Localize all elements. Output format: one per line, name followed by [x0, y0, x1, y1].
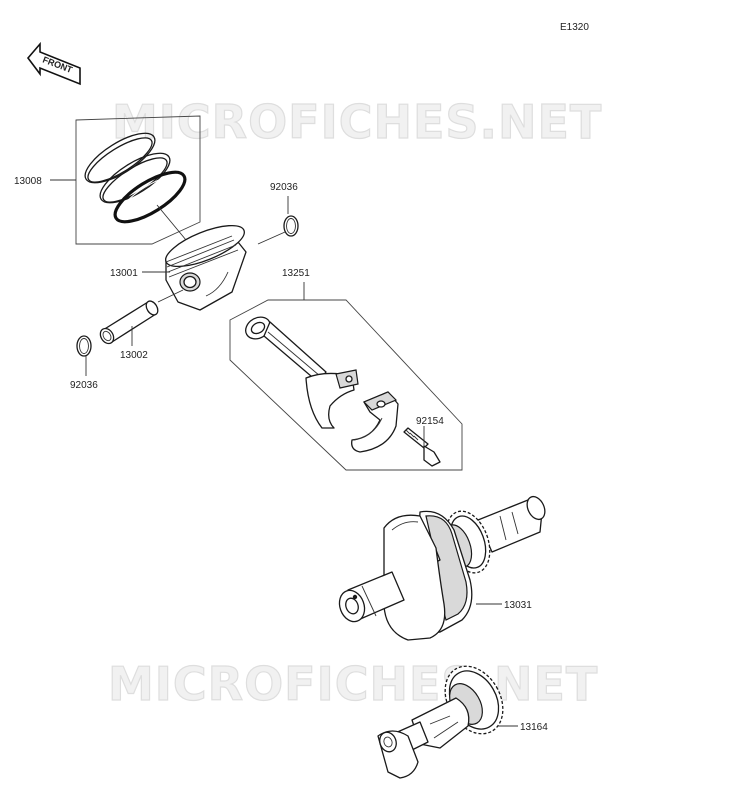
watermark-top: MICROFICHES.NET	[112, 95, 602, 149]
piston-pin	[99, 300, 159, 345]
callout-92154: 92154	[416, 416, 444, 427]
circlip-left	[76, 335, 92, 357]
callout-13008: 13008	[14, 176, 42, 187]
rod-bolt	[403, 427, 441, 467]
crankshaft	[338, 495, 546, 641]
callout-92036-left: 92036	[70, 380, 98, 391]
rod-cap	[351, 391, 399, 453]
callout-13001: 13001	[110, 268, 138, 279]
callout-13031: 13031	[504, 600, 532, 611]
balancer-shaft	[377, 665, 504, 779]
callout-13164: 13164	[520, 722, 548, 733]
piston-ring-set	[75, 115, 201, 245]
callout-13251: 13251	[282, 268, 310, 279]
watermark-bottom: MICROFICHES.NET	[108, 657, 598, 711]
piston	[165, 224, 247, 311]
callout-13002: 13002	[120, 350, 148, 361]
circlip-right	[283, 215, 299, 237]
front-arrow-icon: FRONT	[26, 41, 81, 86]
connecting-rod	[245, 316, 359, 429]
diagram-code: E1320	[560, 22, 589, 33]
callout-92036-right: 92036	[270, 182, 298, 193]
